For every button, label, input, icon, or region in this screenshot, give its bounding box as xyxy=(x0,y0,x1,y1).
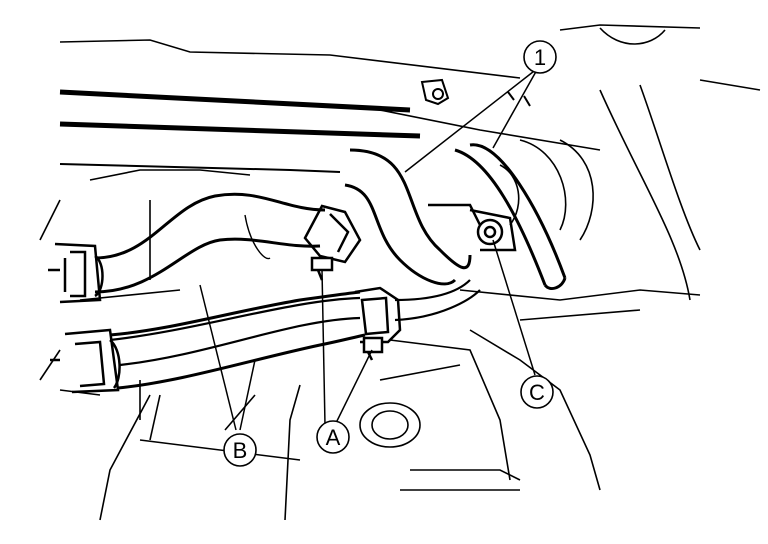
hose-clamp-lower xyxy=(354,286,402,361)
callout-b-label: B xyxy=(233,438,248,463)
callout-a-label: A xyxy=(326,425,341,450)
clip-top xyxy=(420,78,531,107)
clip-c xyxy=(428,203,517,252)
hose-end-upper-left xyxy=(48,242,104,304)
lower-tube xyxy=(109,279,481,367)
callout-1: 1 xyxy=(523,40,557,74)
heater-hose-upper xyxy=(94,192,326,294)
callout-b: B xyxy=(223,433,257,467)
callout-a: A xyxy=(316,420,350,454)
callout-c-label: C xyxy=(529,380,545,405)
tube-lines xyxy=(59,89,421,173)
leader-lines xyxy=(199,67,539,431)
floor-recess xyxy=(359,402,421,448)
callout-1-label: 1 xyxy=(534,45,546,70)
hose-clamp-upper xyxy=(303,204,362,281)
callout-c: C xyxy=(520,375,554,409)
heater-hose-lower xyxy=(109,290,366,390)
upper-hose xyxy=(344,143,567,290)
hose-end-lower-left xyxy=(50,328,121,394)
